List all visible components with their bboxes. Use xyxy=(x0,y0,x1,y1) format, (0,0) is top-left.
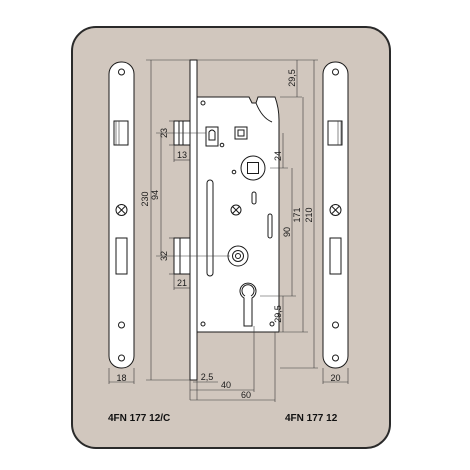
dimension-lines xyxy=(108,59,349,402)
left-faceplate xyxy=(108,61,135,369)
dim-label-21: 21 xyxy=(177,278,187,288)
model-label-right: 4FN 177 12 xyxy=(285,413,338,424)
latch-slot xyxy=(113,120,129,146)
dim-label-20: 20 xyxy=(330,373,340,383)
dim-label-32: 32 xyxy=(159,251,169,261)
dim-label-60: 60 xyxy=(241,390,251,400)
cylinder-hole xyxy=(239,282,257,327)
dim-label-29-5-bottom: 29,5 xyxy=(273,305,283,323)
dim-label-29-5-top: 29,5 xyxy=(287,69,297,87)
dim-label-171: 171 xyxy=(292,207,302,222)
dim-label-2-5: 2,5 xyxy=(201,372,214,382)
screw-hole-icon xyxy=(118,321,125,329)
lock-case xyxy=(196,96,280,333)
screw-hole-icon xyxy=(332,354,339,362)
screw-hole-icon xyxy=(332,68,339,76)
dim-label-90: 90 xyxy=(282,227,292,237)
dim-label-24: 24 xyxy=(273,151,283,161)
screw-hole-icon xyxy=(118,68,125,76)
dim-label-94: 94 xyxy=(150,190,160,200)
bolt-slot xyxy=(115,237,128,275)
right-faceplate xyxy=(322,61,349,369)
model-label-left: 4FN 177 12/C xyxy=(108,413,170,424)
dim-label-13: 13 xyxy=(177,150,187,160)
dim-label-18: 18 xyxy=(116,373,126,383)
lock-side-plate xyxy=(189,59,198,381)
screw-hole-icon xyxy=(118,354,125,362)
screw-hole-icon xyxy=(332,321,339,329)
dim-label-210: 210 xyxy=(304,207,314,222)
dim-label-23: 23 xyxy=(159,128,169,138)
dimension-labels: 230 94 23 13 32 21 18 29,5 24 171 90 210… xyxy=(116,69,340,400)
bolt-slot xyxy=(329,237,342,275)
dim-label-40: 40 xyxy=(221,380,231,390)
dim-label-230: 230 xyxy=(140,191,150,206)
latch-slot xyxy=(327,120,343,146)
